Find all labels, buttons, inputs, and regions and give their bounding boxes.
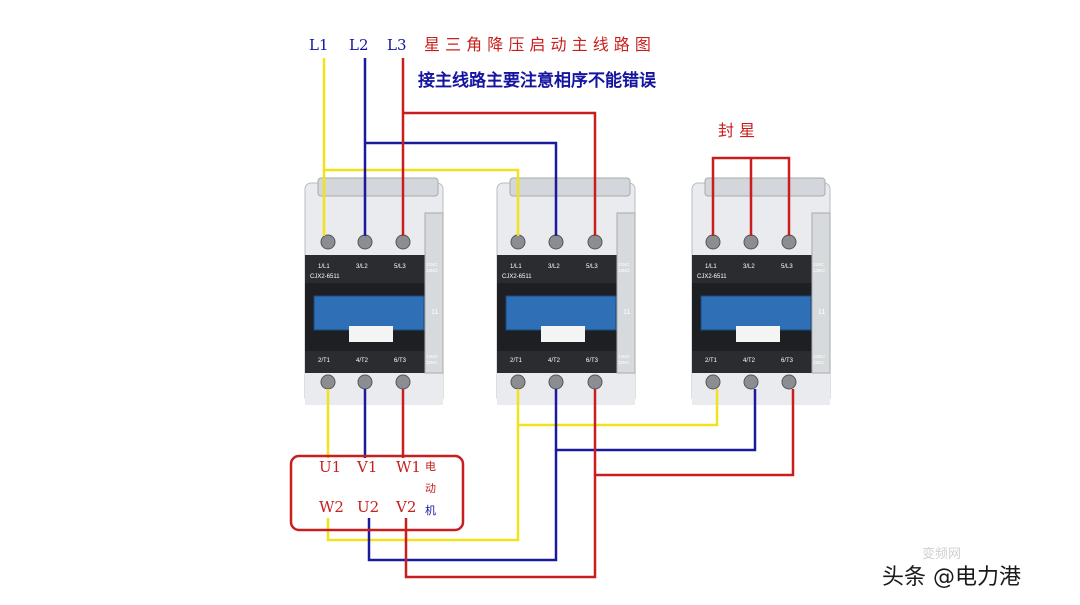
- terminal-label: 2/T1: [510, 358, 523, 364]
- motor-terminal-u2: U2: [357, 498, 379, 516]
- terminal-label: 4/T2: [356, 358, 369, 364]
- terminal-label: 1/L1: [705, 264, 717, 270]
- terminal-label: 1/L1: [510, 264, 522, 270]
- phase-label-l1: L1: [309, 36, 329, 54]
- contactor-km3: 1/L1 3/L2 5/L3 CJX2-6511 21NC 13NO 11 2/…: [691, 177, 831, 405]
- motor-terminal-w1: W1: [396, 458, 421, 476]
- aux-label: 21NC: [618, 262, 630, 267]
- terminal-label: 2/T1: [318, 358, 331, 364]
- contactor-km1: 1/L1 3/L2 5/L3 CJX2-6511 21NC 13NO 11 2/…: [304, 177, 444, 405]
- side-mark: 11: [818, 309, 825, 316]
- terminal-label: 5/L3: [781, 264, 793, 270]
- terminal-label: 6/T3: [781, 358, 794, 364]
- side-mark: 11: [623, 309, 630, 316]
- phase-label-l2: L2: [349, 36, 369, 54]
- terminal-label: 5/L3: [394, 264, 406, 270]
- side-mark: 11: [431, 309, 438, 316]
- terminal-label: 3/L2: [548, 264, 560, 270]
- motor-terminal-u1: U1: [319, 458, 341, 476]
- terminal-label: 1/L1: [318, 264, 330, 270]
- motor-terminal-box: [289, 454, 465, 532]
- terminal-label: 5/L3: [586, 264, 598, 270]
- terminal-label: 3/L2: [743, 264, 755, 270]
- aux-label: 13NO: [813, 268, 825, 273]
- terminal-label: 4/T2: [743, 358, 756, 364]
- contactor-km2: 1/L1 3/L2 5/L3 CJX2-6511 21NC 13NO 11 2/…: [496, 177, 636, 405]
- watermark-faint: 变频网: [922, 546, 961, 562]
- terminal-label: 6/T3: [394, 358, 407, 364]
- terminal-label: 6/T3: [586, 358, 599, 364]
- aux-label: 13NO: [426, 268, 438, 273]
- aux-label: 22NC: [813, 360, 825, 365]
- motor-terminal-v1: V1: [356, 458, 377, 476]
- aux-label: 22NC: [618, 360, 630, 365]
- aux-label: 14NO: [813, 354, 825, 359]
- motor-label-char: 机: [425, 503, 436, 517]
- star-seal-label: 封 星: [718, 121, 755, 140]
- motor-terminal-w2: W2: [319, 498, 344, 516]
- contactor-model: CJX2-6511: [697, 274, 727, 280]
- contactor-model: CJX2-6511: [502, 274, 532, 280]
- watermark-text: 头条 @电力港: [882, 565, 1021, 590]
- aux-label: 13NO: [618, 268, 630, 273]
- diagram-subtitle: 接主线路主要注意相序不能错误: [418, 70, 657, 91]
- aux-label: 21NC: [426, 262, 438, 267]
- watermark: 变频网 头条 @电力港: [882, 546, 1021, 590]
- diagram-title: 星 三 角 降 压 启 动 主 线 路 图: [424, 35, 651, 54]
- aux-label: 22NC: [426, 360, 438, 365]
- terminal-label: 3/L2: [356, 264, 368, 270]
- terminal-label: 4/T2: [548, 358, 561, 364]
- terminal-label: 2/T1: [705, 358, 718, 364]
- motor-label-char: 动: [425, 482, 436, 495]
- motor-label-char: 电: [425, 460, 436, 473]
- contactor-model: CJX2-6511: [310, 274, 340, 280]
- wires-phase-l2: [363, 58, 757, 562]
- phase-label-l3: L3: [387, 36, 407, 54]
- wires-phase-l3: [401, 58, 795, 579]
- aux-label: 14NO: [618, 354, 630, 359]
- motor-terminal-v2: V2: [395, 498, 416, 516]
- star-seal-jumper: [711, 156, 791, 236]
- aux-label: 21NC: [813, 262, 825, 267]
- aux-label: 14NO: [426, 354, 438, 359]
